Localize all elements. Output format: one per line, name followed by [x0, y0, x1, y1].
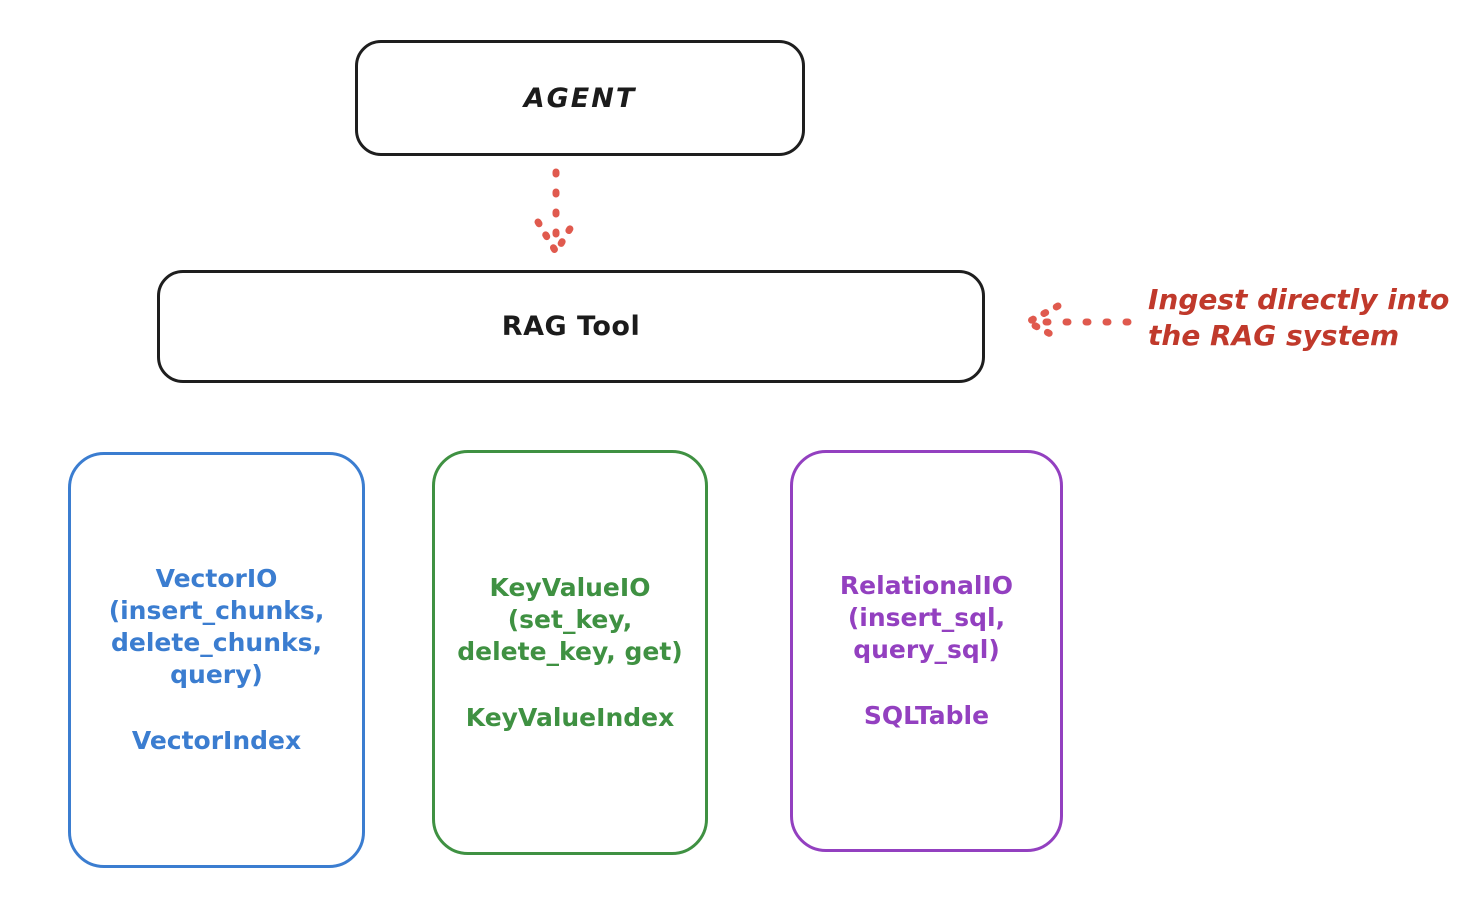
node-agent[interactable]: AGENT: [355, 40, 805, 156]
edge-agent-to-rag-tool: [534, 168, 578, 256]
node-rag-tool[interactable]: RAG Tool: [157, 270, 985, 383]
keyvalue-index-label: KeyValueIndex: [465, 702, 675, 732]
edge-ingest-to-rag-tool: [1024, 302, 1132, 342]
vector-index-label: VectorIndex: [131, 726, 302, 755]
annotation-ingest: Ingest directly into the RAG system: [1148, 283, 1450, 352]
node-vector-io[interactable]: VectorIO (insert_chunks, delete_chunks, …: [68, 452, 365, 868]
keyvalue-io-api-label: KeyValueIO (set_key, delete_key, get): [457, 572, 683, 666]
node-agent-label: AGENT: [523, 82, 637, 114]
node-rag-tool-label: RAG Tool: [501, 311, 641, 342]
sql-table-label: SQLTable: [863, 701, 990, 730]
relational-io-api-label: RelationalIO (insert_sql, query_sql): [839, 571, 1014, 664]
vector-io-api-label: VectorIO (insert_chunks, delete_chunks, …: [108, 564, 325, 689]
node-keyvalue-io[interactable]: KeyValueIO (set_key, delete_key, get) Ke…: [432, 450, 708, 855]
node-relational-io[interactable]: RelationalIO (insert_sql, query_sql) SQL…: [790, 450, 1063, 852]
